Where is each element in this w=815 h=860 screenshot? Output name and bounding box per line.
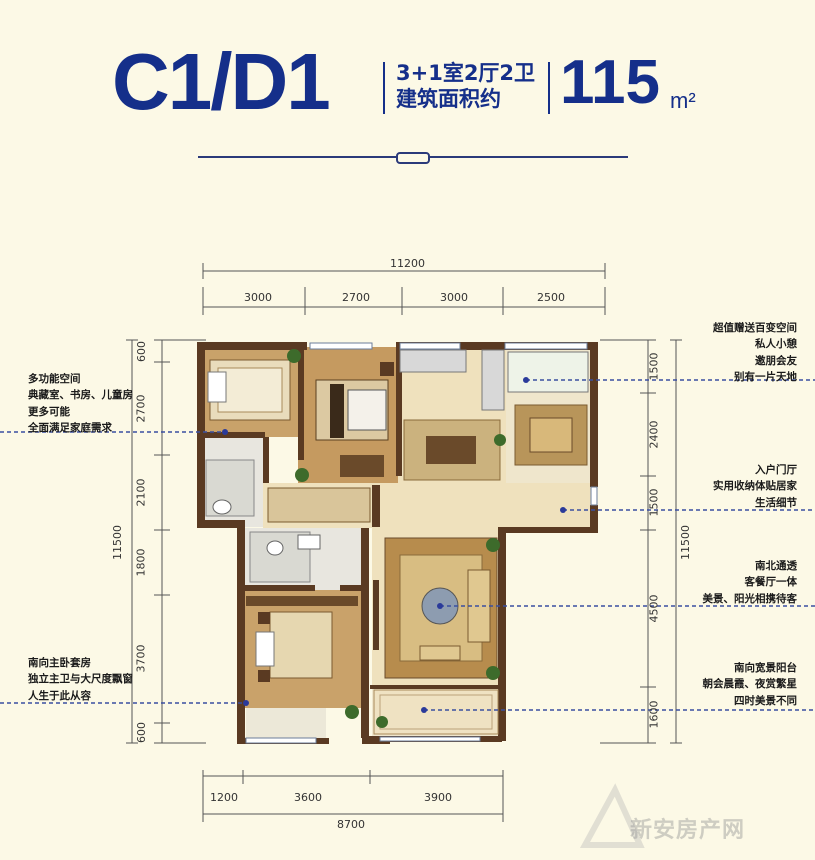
note-line: 典藏室、书房、儿童房 (28, 389, 133, 402)
top-dimension-lines (202, 263, 606, 315)
dim-left-segment: 2100 (134, 478, 148, 507)
note-bonus-space: 超值赠送百变空间 私人小憩 邀朋会友 别有一片天地 (713, 320, 797, 385)
bottom-dimension-lines (202, 770, 504, 822)
dim-left-segment: 600 (135, 722, 148, 743)
note-living-dining: 南北通透 客餐厅一体 美景、阳光相携待客 (703, 558, 798, 607)
bed-small-room (207, 359, 291, 421)
note-line: 更多可能 (28, 405, 70, 418)
windows (245, 342, 598, 744)
dim-right-total: 11500 (679, 525, 692, 560)
room-count: 3+1室2厅2卫 (396, 61, 536, 85)
dim-bottom-segment: 1200 (210, 791, 238, 804)
dim-left-segment: 3700 (134, 644, 148, 673)
dim-top-total: 11200 (390, 257, 425, 270)
note-line: 独立主卫与大尺度飘窗 (28, 673, 133, 686)
dim-left-segment: 1800 (134, 548, 148, 577)
dim-left-total: 11500 (111, 525, 124, 560)
note-line: 南北通透 (755, 560, 797, 572)
note-south-balcony: 南向宽景阳台 朝会晨霞、夜赏繁星 四时美景不同 (703, 660, 798, 709)
dim-bottom-segment: 3600 (294, 791, 322, 804)
callout-dots (222, 377, 566, 713)
note-line: 美景、阳光相携待客 (702, 592, 798, 605)
master-bed-south (246, 596, 358, 682)
dim-right-segment: 1600 (647, 700, 661, 729)
note-master-suite: 南向主卧套房 独立主卫与大尺度飘窗 人生于此从容 (28, 655, 133, 704)
dim-bottom-segment: 3900 (424, 791, 452, 804)
kitchen-dining (399, 349, 505, 481)
dim-right-segment: 4500 (647, 594, 661, 623)
dim-left-segment: 600 (135, 341, 148, 362)
left-dimension-lines (126, 339, 206, 744)
watermark-logo (579, 783, 645, 848)
living-room (373, 537, 498, 679)
dim-top-segment: 3000 (244, 291, 272, 304)
room-layout: 3+1室2厅2卫 建筑面积约 (396, 60, 535, 113)
note-line: 全面满足家庭需求 (28, 421, 112, 434)
note-multifunction-space: 多功能空间 典藏室、书房、儿童房 更多可能 全面满足家庭需求 (28, 371, 133, 436)
note-line: 邀朋会友 (755, 354, 797, 367)
note-line: 实用收纳体贴居家 (713, 480, 797, 493)
right-dimension-lines (600, 339, 682, 744)
balcony (373, 689, 499, 735)
note-line: 人生于此从容 (28, 689, 91, 702)
note-line: 入户门厅 (755, 464, 797, 476)
dim-left-segment: 2700 (134, 394, 148, 423)
foyer (267, 485, 380, 527)
note-line: 多功能空间 (28, 373, 81, 385)
note-line: 朝会晨霞、夜赏繁星 (702, 678, 798, 691)
walls (197, 342, 598, 744)
note-line: 生活细节 (755, 496, 797, 509)
bathrooms (205, 459, 321, 583)
note-line: 私人小憩 (755, 338, 797, 351)
bed-north-room (315, 362, 394, 477)
note-line: 客餐厅一体 (744, 576, 798, 589)
note-line: 南向主卧套房 (28, 657, 91, 669)
dim-right-segment: 2400 (647, 420, 661, 449)
dim-top-segment: 3000 (440, 291, 468, 304)
unit-type-code: C1/D1 (112, 37, 331, 126)
title-divider (383, 62, 385, 114)
dim-right-segment: 1500 (647, 488, 661, 517)
callout-lines (0, 379, 815, 711)
title-divider (548, 62, 550, 114)
dim-right-segment: 1500 (647, 352, 661, 381)
area-unit: m² (670, 88, 696, 113)
note-line: 别有一片天地 (734, 370, 797, 383)
dim-bottom-total: 8700 (337, 818, 365, 831)
plants (287, 349, 506, 728)
garden-room (507, 351, 589, 466)
area-label: 建筑面积约 (396, 87, 501, 112)
note-line: 四时美景不同 (734, 694, 797, 707)
note-entry-foyer: 入户门厅 实用收纳体贴居家 生活细节 (713, 462, 797, 511)
area-value: 115 (560, 48, 661, 117)
dim-top-segment: 2500 (537, 291, 565, 304)
dim-top-segment: 2700 (342, 291, 370, 304)
watermark-text: 新安房产网 (630, 818, 746, 843)
note-line: 南向宽景阳台 (734, 662, 797, 674)
title-underline-ornament (396, 152, 430, 164)
note-line: 超值赠送百变空间 (713, 322, 797, 334)
